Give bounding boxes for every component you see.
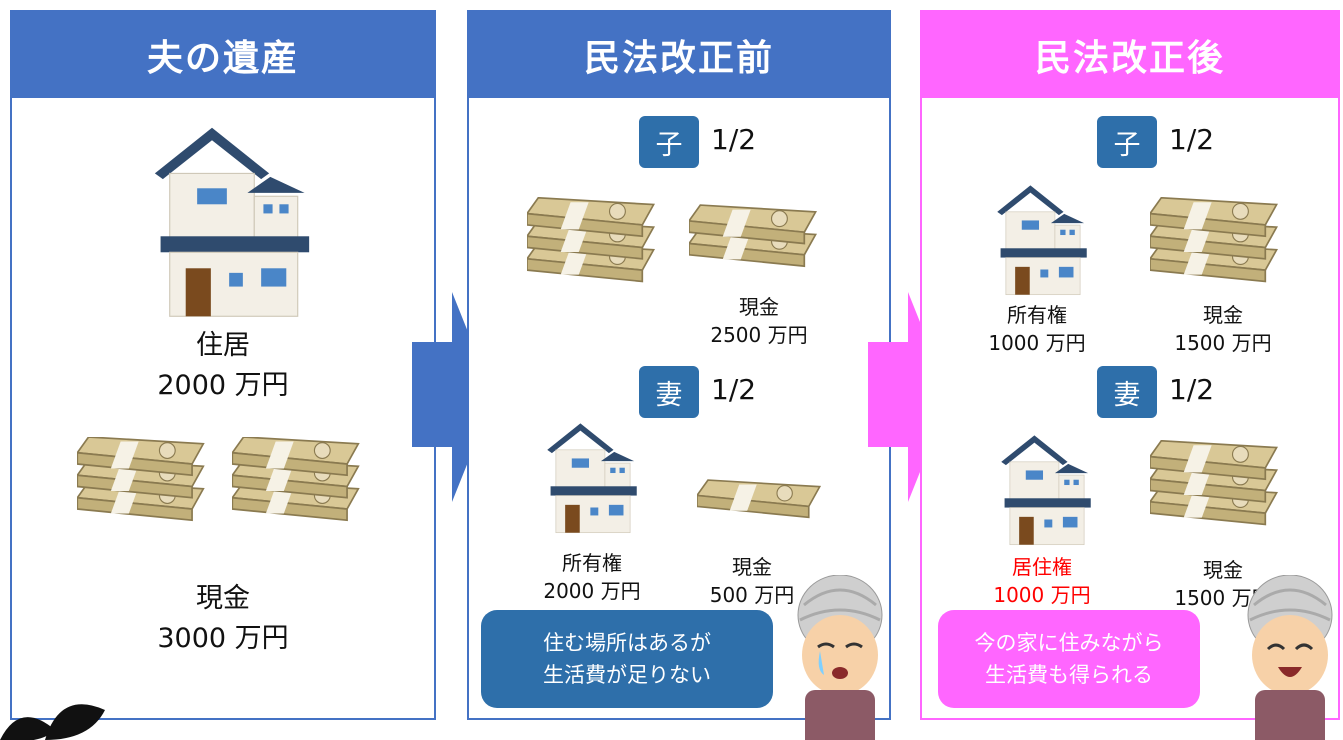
after-title: 民法改正後: [922, 12, 1338, 98]
arrow-right-icon: [868, 292, 950, 502]
inheritance-title: 夫の遺産: [12, 12, 434, 98]
wife-badge: 妻: [1097, 366, 1157, 418]
cash-label: 現金: [196, 583, 250, 614]
wife-right-label: 居住権: [1012, 555, 1072, 579]
bubble-line-2: 生活費が足りない: [543, 663, 711, 687]
child-cash-label: 現金: [1203, 303, 1243, 327]
leaf-logo-icon: [0, 704, 105, 740]
child-badge: 子: [639, 116, 699, 168]
wife-cash-value: 500 万円: [709, 583, 795, 607]
child-badge: 子: [1097, 116, 1157, 168]
money-bundle-icon: [1150, 197, 1280, 289]
wife-fraction: 1/2: [1169, 373, 1215, 406]
before-panel: 民法改正前 子 1/2 現金 2500 万円 妻 1/2 所有権 2000 万円…: [467, 10, 891, 720]
money-bundle-icon: [1150, 440, 1280, 532]
wife-right-value: 2000 万円: [543, 579, 641, 603]
before-title: 民法改正前: [469, 12, 889, 98]
bubble-line-1: 今の家に住みながら: [974, 631, 1164, 655]
arrow-right-icon: [412, 292, 494, 502]
child-cash-value: 1500 万円: [1174, 331, 1272, 355]
child-cash-value: 2500 万円: [710, 323, 808, 347]
bubble-line-2: 生活費も得られる: [985, 663, 1153, 687]
grandmother-crying-icon: [796, 575, 884, 740]
speech-bubble: 住む場所はあるが 生活費が足りない: [481, 610, 773, 708]
speech-bubble: 今の家に住みながら 生活費も得られる: [938, 610, 1200, 708]
house-icon: [996, 184, 1088, 296]
money-bundle-icon: [689, 202, 819, 276]
child-right-label: 所有権: [1007, 303, 1067, 327]
child-fraction: 1/2: [1169, 123, 1215, 156]
wife-cash-label: 現金: [1203, 558, 1243, 582]
money-bundle-icon: [232, 437, 362, 527]
money-bundle-icon: [697, 479, 821, 519]
child-right-value: 1000 万円: [988, 331, 1086, 355]
house-value: 2000 万円: [157, 370, 289, 401]
house-icon: [546, 422, 638, 534]
money-bundle-icon: [527, 197, 657, 289]
wife-right-label: 所有権: [562, 551, 622, 575]
house-label: 住居: [196, 330, 250, 361]
cash-value: 3000 万円: [157, 623, 289, 654]
grandmother-smiling-icon: [1246, 575, 1334, 740]
wife-right-value: 1000 万円: [993, 583, 1091, 607]
wife-badge: 妻: [639, 366, 699, 418]
child-cash-label: 現金: [739, 295, 779, 319]
bubble-line-1: 住む場所はあるが: [543, 631, 711, 655]
inheritance-panel: 夫の遺産 住居 2000 万円 現金 3000 万円: [10, 10, 436, 720]
child-fraction: 1/2: [711, 123, 757, 156]
house-icon: [1000, 434, 1092, 546]
wife-cash-label: 現金: [732, 555, 772, 579]
money-bundle-icon: [77, 437, 207, 527]
house-icon: [154, 127, 310, 317]
wife-fraction: 1/2: [711, 373, 757, 406]
